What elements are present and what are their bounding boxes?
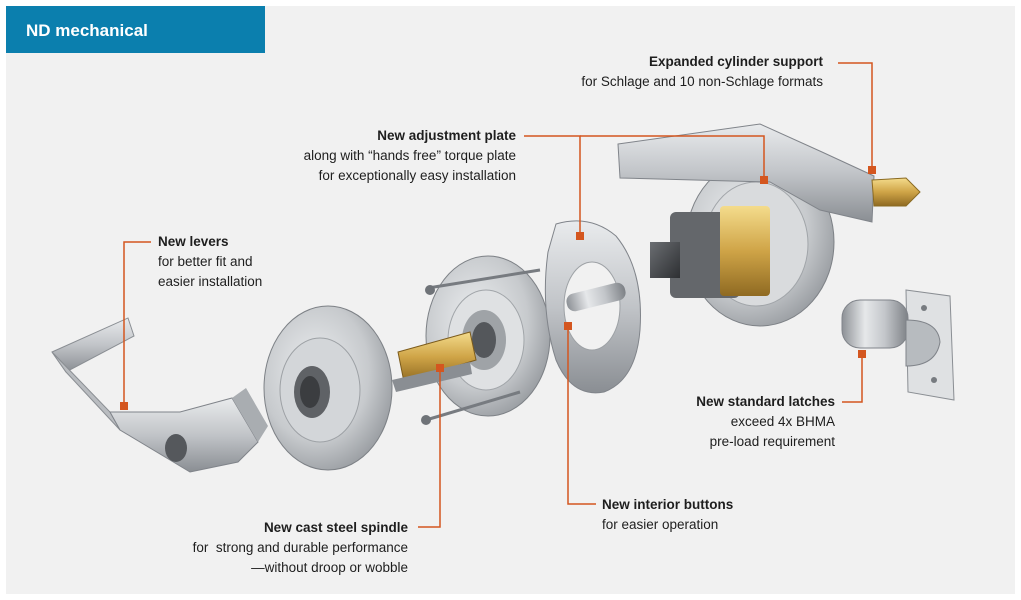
callout-title: New standard latches: [696, 394, 835, 409]
callout-title: New levers: [158, 234, 229, 249]
spindle: [392, 331, 477, 392]
callout-line: for easier operation: [602, 517, 719, 532]
leader-plate-branch: [580, 135, 765, 180]
leader-cylinder: [838, 62, 873, 170]
callout-line: for strong and durable performance: [192, 540, 408, 555]
callout-title: New cast steel spindle: [263, 520, 408, 535]
section-banner: ND mechanical: [6, 6, 265, 53]
callout-line: for exceptionally easy installation: [318, 168, 516, 183]
callout-line: along with “hands free” torque plate: [303, 148, 516, 163]
callout-title: Expanded cylinder support: [648, 54, 823, 69]
leader-buttons: [567, 326, 596, 505]
leader-spindle: [418, 368, 441, 528]
leader-levers: [123, 241, 151, 406]
callout-standard-latches: New standard latches exceed 4x BHMA pre-…: [696, 392, 835, 452]
latch: [841, 289, 955, 401]
chassis: [617, 123, 921, 327]
adjustment-plate: [544, 220, 641, 394]
callout-cylinder-support: Expanded cylinder support for Schlage an…: [581, 52, 823, 92]
banner-title: ND mechanical: [26, 21, 148, 40]
callout-line: easier installation: [158, 274, 263, 289]
callout-adjustment-plate: New adjustment plate along with “hands f…: [304, 126, 516, 186]
callout-title: New adjustment plate: [377, 128, 516, 143]
callout-cast-steel-spindle: New cast steel spindle for strong and du…: [193, 518, 408, 578]
callout-line: exceed 4x BHMA: [730, 414, 835, 429]
leader-lines: [123, 62, 873, 528]
leader-endpoints: [120, 166, 876, 410]
lever-left: [51, 317, 268, 473]
rose-disc: [263, 305, 393, 471]
callout-levers: New levers for better fit and easier ins…: [158, 232, 262, 292]
leader-latches: [842, 354, 863, 403]
callout-line: pre-load requirement: [709, 434, 835, 449]
callout-title: New interior buttons: [602, 497, 734, 512]
callout-line: for better fit and: [158, 254, 253, 269]
callout-line: for Schlage and 10 non-Schlage formats: [581, 74, 823, 89]
callout-line: —without droop or wobble: [251, 560, 408, 575]
callout-interior-buttons: New interior buttons for easier operatio…: [602, 495, 733, 535]
